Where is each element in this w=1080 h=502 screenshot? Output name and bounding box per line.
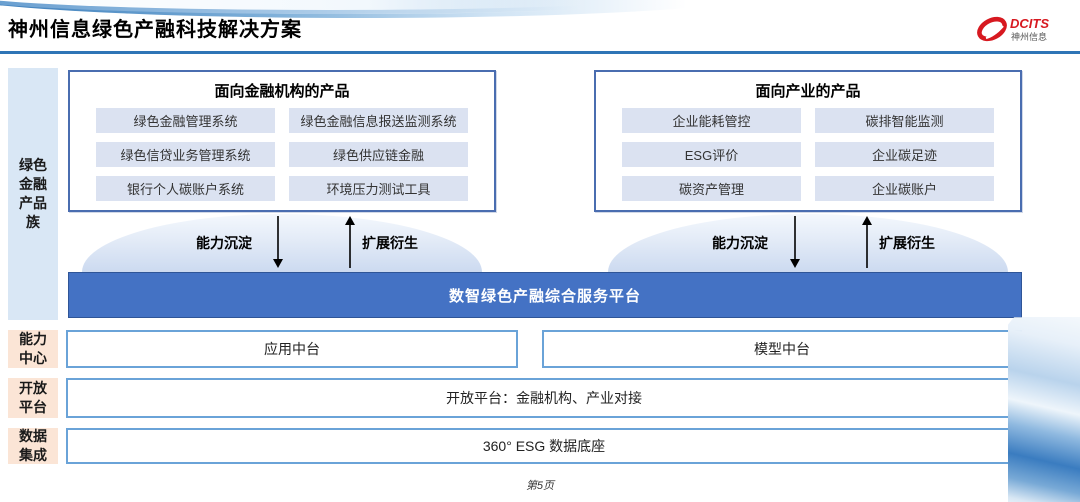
product-item: 企业碳账户 bbox=[815, 176, 994, 201]
product-item: 碳资产管理 bbox=[622, 176, 801, 201]
product-item: 企业碳足迹 bbox=[815, 142, 994, 167]
flow-label-capability-settling: 能力沉淀 bbox=[712, 235, 768, 251]
product-item: 绿色金融管理系统 bbox=[96, 108, 275, 133]
dome-decoration bbox=[608, 214, 1008, 272]
down-arrow-icon bbox=[789, 216, 801, 268]
flow-label-capability-settling: 能力沉淀 bbox=[196, 235, 252, 251]
up-arrow-icon bbox=[861, 216, 873, 268]
product-item: ESG评价 bbox=[622, 142, 801, 167]
open-platform-box: 开放平台：金融机构、产业对接 bbox=[66, 378, 1022, 418]
product-grid: 绿色金融管理系统 绿色金融信息报送监测系统 绿色信贷业务管理系统 绿色供应链金融… bbox=[70, 108, 494, 201]
sidebar-label-data-integration: 数据 集成 bbox=[8, 428, 58, 464]
capability-box-model-middle-platform: 模型中台 bbox=[542, 330, 1022, 368]
product-box-financial-institutions: 面向金融机构的产品 绿色金融管理系统 绿色金融信息报送监测系统 绿色信贷业务管理… bbox=[68, 70, 496, 212]
svg-text:DCITS: DCITS bbox=[1010, 16, 1049, 31]
page-number: 第5页 bbox=[525, 480, 555, 492]
sidebar-label-product-family: 绿色 金融 产品 族 bbox=[8, 68, 58, 320]
capability-box-application-middle-platform: 应用中台 bbox=[66, 330, 518, 368]
sidebar-label-open-platform: 开放 平台 bbox=[8, 378, 58, 418]
header-divider bbox=[0, 51, 1080, 54]
product-item: 环境压力测试工具 bbox=[289, 176, 468, 201]
product-item: 绿色金融信息报送监测系统 bbox=[289, 108, 468, 133]
product-item: 绿色信贷业务管理系统 bbox=[96, 142, 275, 167]
flow-label-expand-derive: 扩展衍生 bbox=[362, 235, 418, 251]
product-box-title: 面向金融机构的产品 bbox=[214, 83, 350, 100]
down-arrow-icon bbox=[272, 216, 284, 268]
page-title: 神州信息绿色产融科技解决方案 bbox=[8, 19, 302, 41]
sidebar-label-capability-center: 能力 中心 bbox=[8, 330, 58, 368]
product-grid: 企业能耗管控 碳排智能监测 ESG评价 企业碳足迹 碳资产管理 企业碳账户 bbox=[596, 108, 1020, 201]
up-arrow-icon bbox=[344, 216, 356, 268]
product-box-industry: 面向产业的产品 企业能耗管控 碳排智能监测 ESG评价 企业碳足迹 碳资产管理 … bbox=[594, 70, 1022, 212]
product-item: 碳排智能监测 bbox=[815, 108, 994, 133]
product-item: 银行个人碳账户系统 bbox=[96, 176, 275, 201]
flow-label-expand-derive: 扩展衍生 bbox=[879, 235, 935, 251]
dcits-logo-icon: DCITS 神州信息 bbox=[976, 10, 1072, 48]
data-base-box: 360° ESG 数据底座 bbox=[66, 428, 1022, 464]
product-box-title: 面向产业的产品 bbox=[755, 83, 861, 100]
svg-text:神州信息: 神州信息 bbox=[1011, 31, 1047, 43]
product-item: 企业能耗管控 bbox=[622, 108, 801, 133]
product-item: 绿色供应链金融 bbox=[289, 142, 468, 167]
platform-bar: 数智绿色产融综合服务平台 bbox=[68, 272, 1022, 318]
